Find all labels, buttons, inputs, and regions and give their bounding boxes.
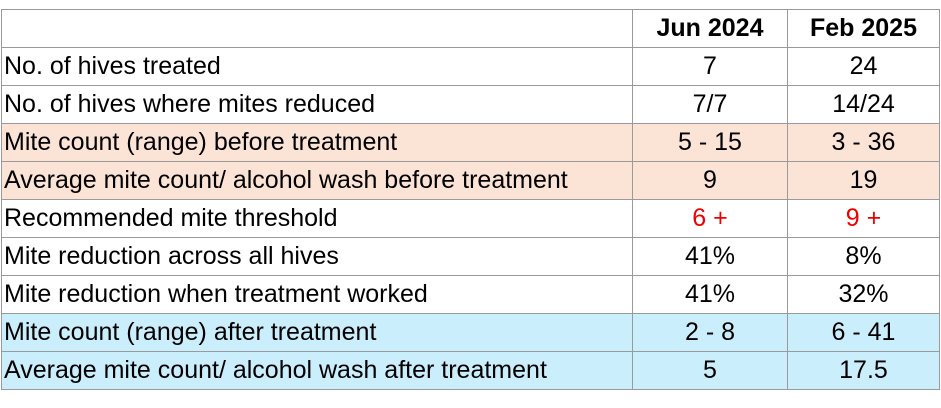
row-label: Mite count (range) after treatment bbox=[1, 313, 633, 352]
table-row-recommended-threshold: Recommended mite threshold 6 + 9 + bbox=[1, 199, 940, 238]
cell-feb-2025: 24 bbox=[787, 47, 940, 86]
table-row-hives-mites-reduced: No. of hives where mites reduced 7/7 14/… bbox=[1, 85, 940, 124]
cell-feb-2025: 32% bbox=[787, 275, 940, 314]
mite-treatment-table-container: Jun 2024 Feb 2025 No. of hives treated 7… bbox=[1, 9, 940, 390]
table-row-hives-treated: No. of hives treated 7 24 bbox=[1, 47, 940, 86]
cell-feb-2025: 17.5 bbox=[787, 351, 940, 390]
mite-treatment-table: Jun 2024 Feb 2025 No. of hives treated 7… bbox=[1, 9, 940, 390]
cell-jun-2024: 41% bbox=[632, 237, 788, 276]
table-row-mite-range-after: Mite count (range) after treatment 2 - 8… bbox=[1, 313, 940, 352]
cell-jun-2024: 41% bbox=[632, 275, 788, 314]
table-row-average-before: Average mite count/ alcohol wash before … bbox=[1, 161, 940, 200]
column-header-jun-2024: Jun 2024 bbox=[632, 9, 788, 48]
cell-feb-2025: 8% bbox=[787, 237, 940, 276]
cell-feb-2025: 6 - 41 bbox=[787, 313, 940, 352]
cell-jun-2024: 7 bbox=[632, 47, 788, 86]
cell-jun-2024: 9 bbox=[632, 161, 788, 200]
cell-feb-2025: 19 bbox=[787, 161, 940, 200]
row-label: No. of hives where mites reduced bbox=[1, 85, 633, 124]
cell-jun-2024: 2 - 8 bbox=[632, 313, 788, 352]
row-label: Mite reduction when treatment worked bbox=[1, 275, 633, 314]
row-label: Average mite count/ alcohol wash before … bbox=[1, 161, 633, 200]
row-label: No. of hives treated bbox=[1, 47, 633, 86]
cell-jun-2024: 5 bbox=[632, 351, 788, 390]
header-blank-cell bbox=[1, 9, 633, 48]
column-header-feb-2025: Feb 2025 bbox=[787, 9, 940, 48]
row-label: Average mite count/ alcohol wash after t… bbox=[1, 351, 633, 390]
row-label: Mite count (range) before treatment bbox=[1, 123, 633, 162]
cell-jun-2024-threshold: 6 + bbox=[632, 199, 788, 238]
cell-jun-2024: 5 - 15 bbox=[632, 123, 788, 162]
row-label: Recommended mite threshold bbox=[1, 199, 633, 238]
cell-feb-2025: 3 - 36 bbox=[787, 123, 940, 162]
cell-feb-2025-threshold: 9 + bbox=[787, 199, 940, 238]
row-label: Mite reduction across all hives bbox=[1, 237, 633, 276]
cell-feb-2025: 14/24 bbox=[787, 85, 940, 124]
table-row-average-after: Average mite count/ alcohol wash after t… bbox=[1, 351, 940, 390]
table-row-reduction-when-worked: Mite reduction when treatment worked 41%… bbox=[1, 275, 940, 314]
cell-jun-2024: 7/7 bbox=[632, 85, 788, 124]
table-row-mite-range-before: Mite count (range) before treatment 5 - … bbox=[1, 123, 940, 162]
table-row-reduction-all-hives: Mite reduction across all hives 41% 8% bbox=[1, 237, 940, 276]
table-header-row: Jun 2024 Feb 2025 bbox=[1, 9, 940, 48]
